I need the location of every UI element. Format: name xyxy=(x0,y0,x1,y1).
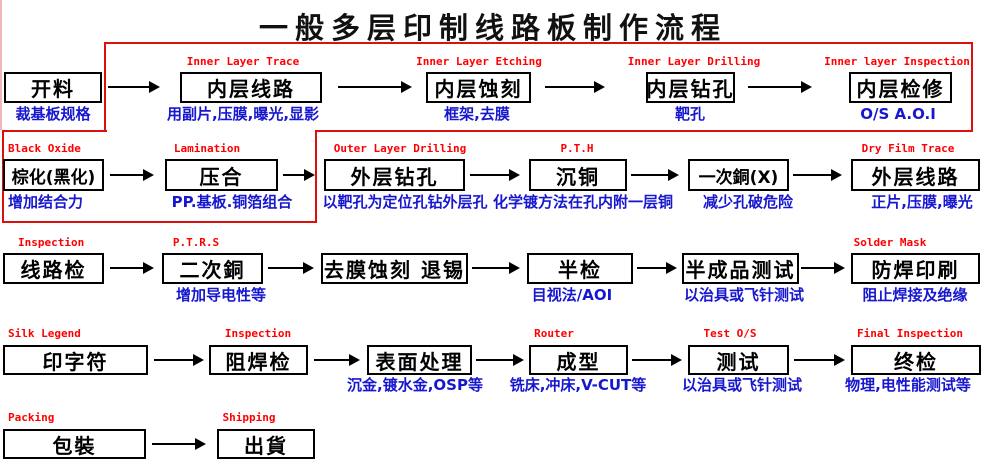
flow-step-box-inner-trace: 内层线路 xyxy=(180,72,322,103)
arrow-icon xyxy=(154,354,204,366)
flow-step-box-packing: 包裝 xyxy=(3,429,146,459)
flow-step-box-semi-test: 半成品测试 xyxy=(682,253,799,284)
group-outline-notch xyxy=(2,130,107,132)
arrow-icon xyxy=(748,81,812,93)
flow-step-box-outer-drill: 外层钻孔 xyxy=(324,159,465,191)
arrow-icon xyxy=(152,438,206,450)
flow-step-box-final-inspect: 终检 xyxy=(851,345,981,375)
step-note: 增加导电性等 xyxy=(175,286,267,304)
step-label-en: P.T.R.S xyxy=(172,236,220,249)
flow-step-box-black-oxide: 棕化(黑化) xyxy=(3,159,104,191)
flow-step-box-surface-finish: 表面处理 xyxy=(367,345,472,375)
step-note: 铣床,冲床,V-CUT等 xyxy=(509,376,647,394)
arrow-icon xyxy=(545,81,605,93)
step-label-en: Inspection xyxy=(224,327,292,340)
step-label-en: P.T.H xyxy=(560,142,594,155)
group-outline-bottom-lower xyxy=(2,221,317,223)
flow-step-box-shipping: 出貨 xyxy=(217,429,315,459)
arrow-icon xyxy=(631,169,679,181)
step-label-en: Packing xyxy=(8,411,55,424)
arrow-icon xyxy=(470,169,520,181)
arrow-icon xyxy=(632,354,682,366)
group-outline-bottom-upper xyxy=(315,130,973,132)
step-label-en: Inner layer Inspection xyxy=(824,55,970,68)
step-label-en: Test O/S xyxy=(703,327,757,340)
flow-step-box-inner-inspect: 内层检修 xyxy=(849,72,952,103)
step-label-en: Outer Layer Drilling xyxy=(333,142,467,155)
step-note: 靶孔 xyxy=(674,105,706,123)
step-note: 阻止焊接及绝缘 xyxy=(862,286,968,304)
step-note: 目视法/AOI xyxy=(531,286,613,304)
flow-step-box-strip-etch-tin: 去膜蚀刻 退锡 xyxy=(321,253,468,284)
page-title: 一般多层印制线路板制作流程 xyxy=(258,11,727,45)
step-note: 减少孔破危险 xyxy=(702,193,794,211)
step-label-en: Shipping xyxy=(222,411,276,424)
step-note: 以治具或飞针测试 xyxy=(683,286,805,304)
group-outline-mid-vertical xyxy=(315,130,317,223)
flow-step-box-solder-mask: 防焊印刷 xyxy=(851,253,980,284)
step-label-en: Inner Layer Etching xyxy=(416,55,542,68)
flow-step-box-pth: 沉铜 xyxy=(529,159,627,191)
flow-step-box-router: 成型 xyxy=(529,345,628,375)
step-note: 物理,电性能测试等 xyxy=(845,376,971,394)
flow-step-box-inner-drill: 内层钻孔 xyxy=(646,72,735,103)
step-note: 增加结合力 xyxy=(8,193,84,211)
step-label-en: Inner Layer Trace xyxy=(186,55,300,68)
arrow-icon xyxy=(801,262,845,274)
group-outline-right xyxy=(971,42,973,132)
step-label-en: Final Inspection xyxy=(857,327,963,340)
step-label-en: Dry Film Trace xyxy=(861,142,955,155)
arrow-icon xyxy=(794,354,845,366)
step-label-en: Inspection xyxy=(18,236,85,249)
step-note: 化学镀方法在孔内附一层铜 xyxy=(492,193,674,211)
step-note: 沉金,镀水金,OSP等 xyxy=(347,376,483,394)
step-label-en: Lamination xyxy=(173,142,241,155)
flow-step-box-lamination: 压合 xyxy=(165,159,278,191)
step-note: 框架,去膜 xyxy=(444,105,510,123)
arrow-icon xyxy=(338,81,412,93)
flow-step-box-silk-legend: 印字符 xyxy=(3,345,148,375)
step-label-en: Solder Mask xyxy=(853,236,927,249)
arrow-icon xyxy=(637,262,677,274)
arrow-icon xyxy=(110,262,154,274)
flow-step-box-mask-inspect: 阻焊检 xyxy=(209,345,308,375)
step-note: 以靶孔为定位孔钻外层孔 xyxy=(322,193,488,211)
step-note: 用副片,压膜,曝光,显影 xyxy=(166,105,320,123)
step-note: PP.基板.铜箔组合 xyxy=(171,193,293,211)
step-note: 裁基板规格 xyxy=(15,105,91,123)
arrow-icon xyxy=(283,169,315,181)
step-note: O/S A.O.I xyxy=(860,105,936,123)
flow-step-box-kailiao: 开料 xyxy=(4,72,102,103)
flow-step-box-first-copper: 一次銅(X) xyxy=(688,159,789,191)
arrow-icon xyxy=(108,81,160,93)
flow-step-box-outer-trace: 外层线路 xyxy=(851,159,980,191)
left-edge-artifact xyxy=(0,0,2,130)
arrow-icon xyxy=(793,169,842,181)
group-outline-inner-vertical xyxy=(104,42,106,132)
flow-step-box-inner-etch: 内层蚀刻 xyxy=(426,72,531,103)
flow-step-box-trace-inspect: 线路检 xyxy=(3,253,104,284)
arrow-icon xyxy=(476,354,524,366)
step-label-en: Silk Legend xyxy=(8,327,81,340)
group-outline-top xyxy=(105,42,973,44)
step-note: 正片,压膜,曝光 xyxy=(871,193,973,211)
arrow-icon xyxy=(110,169,154,181)
flow-step-box-test: 测试 xyxy=(688,345,789,375)
arrow-icon xyxy=(472,262,520,274)
step-note: 以治具或飞针测试 xyxy=(681,376,803,394)
flow-step-box-half-inspect: 半检 xyxy=(527,253,633,284)
step-label-en: Black Oxide xyxy=(8,142,81,155)
arrow-icon xyxy=(268,262,314,274)
step-label-en: Router xyxy=(534,327,574,340)
arrow-icon xyxy=(314,354,360,366)
flow-step-box-second-copper: 二次銅 xyxy=(162,253,263,284)
step-label-en: Inner Layer Drilling xyxy=(627,55,761,68)
